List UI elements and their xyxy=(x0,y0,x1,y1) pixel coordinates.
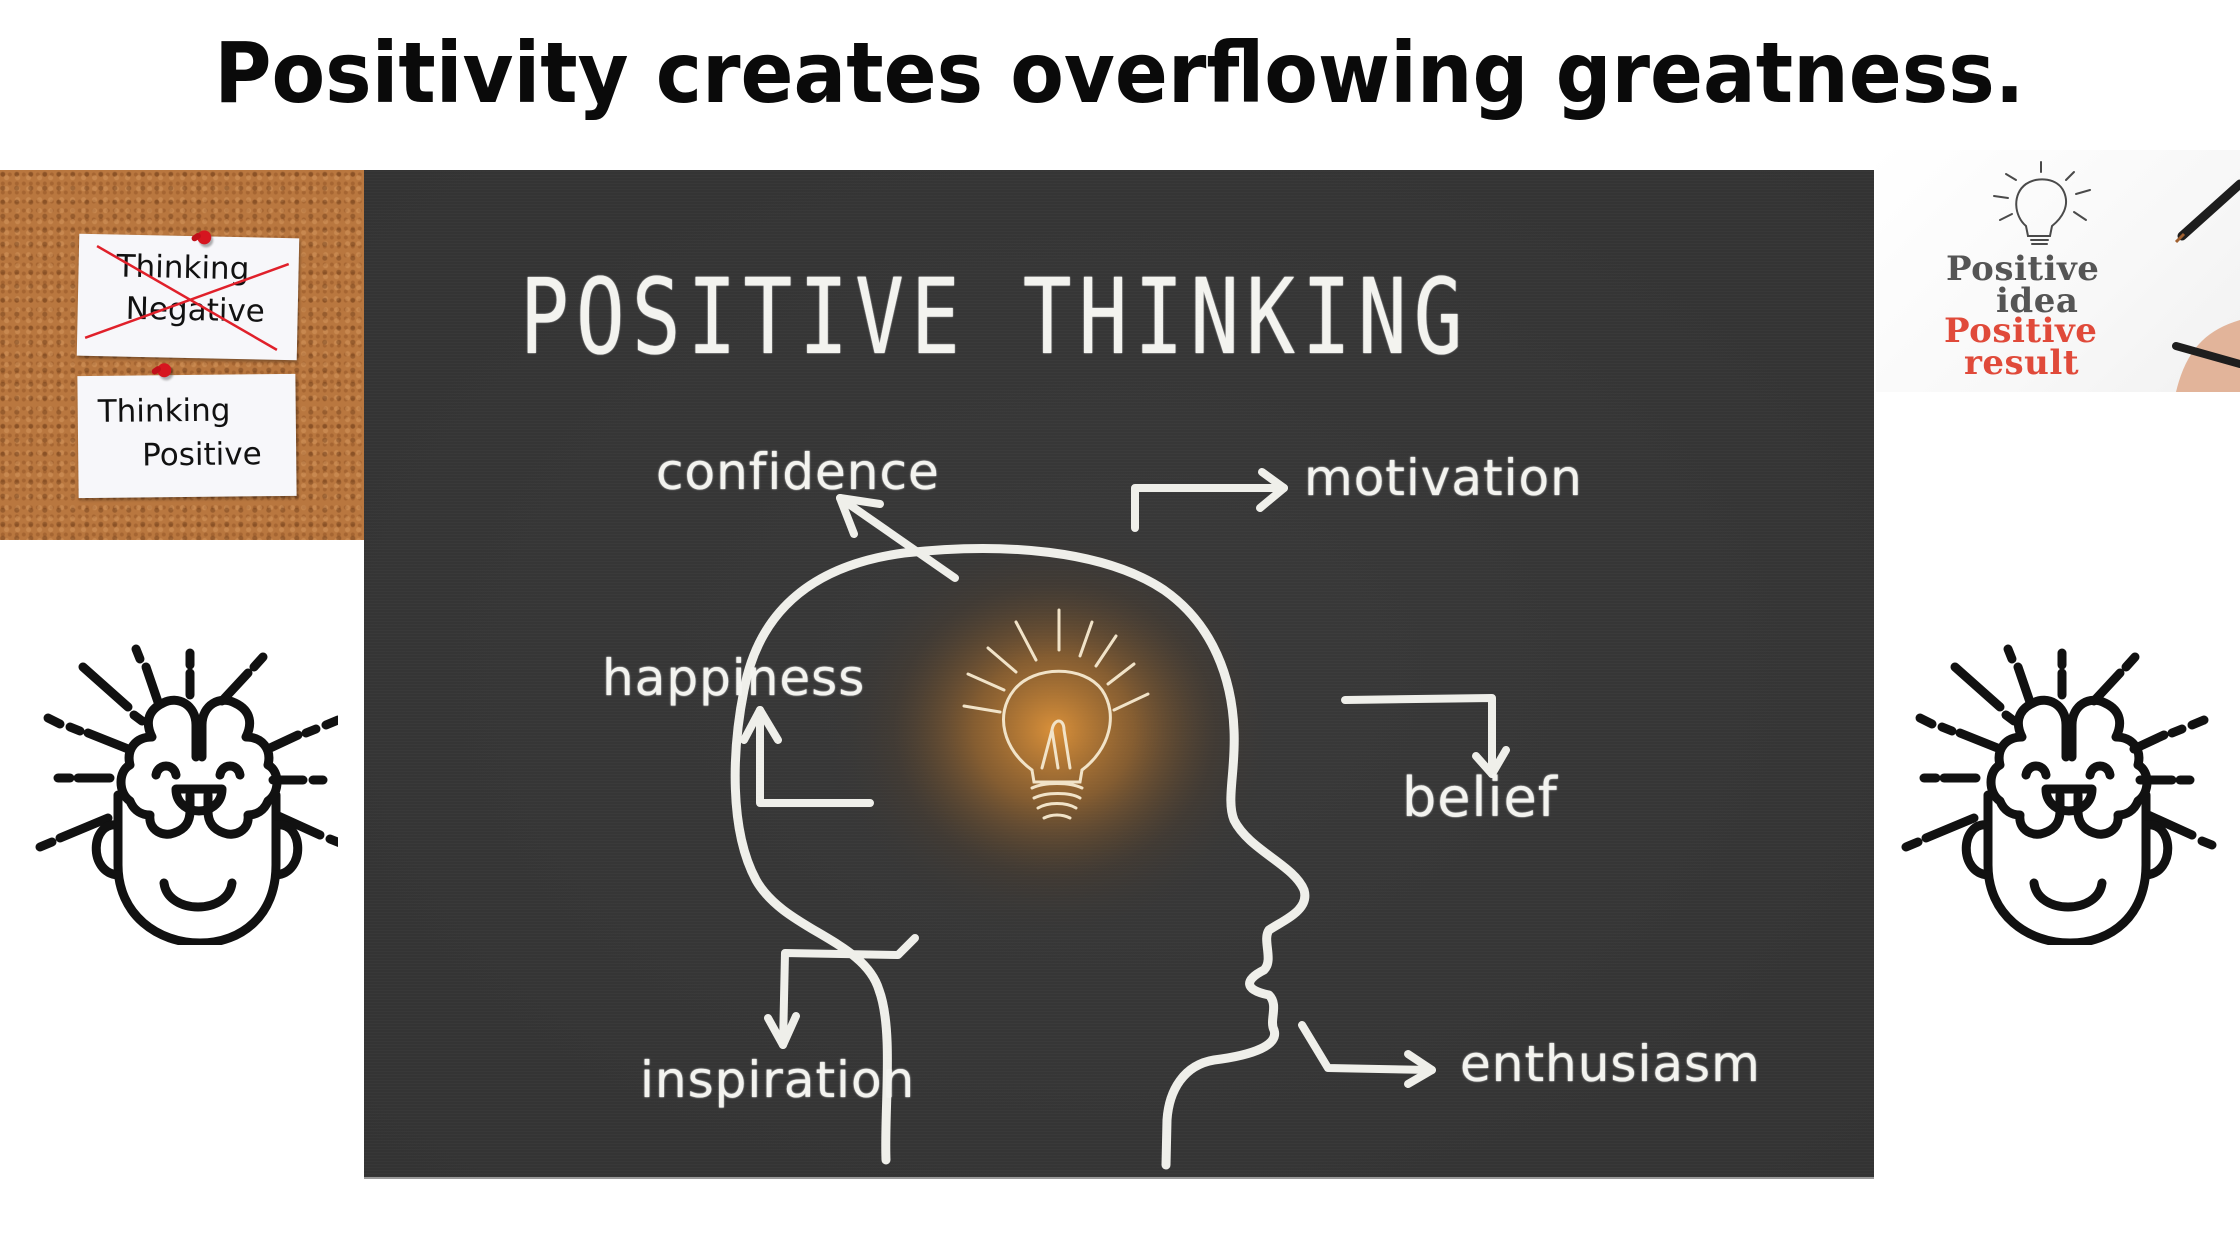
note-thinking-negative: Thinking Negative xyxy=(76,230,300,361)
lightbulb-sketch-icon xyxy=(1993,161,2240,392)
word-motivation: motivation xyxy=(1304,449,1583,507)
hand-icon xyxy=(2172,320,2240,392)
bulb-glow xyxy=(824,520,1284,940)
arrow-to-inspiration-icon xyxy=(764,934,919,1049)
idea-text-line3: Positive xyxy=(1944,311,2098,351)
word-confidence: confidence xyxy=(656,443,940,501)
word-inspiration: inspiration xyxy=(640,1051,916,1109)
chalk-drawing xyxy=(730,468,1510,1170)
headline: Positivity creates overflowing greatness… xyxy=(214,24,2025,122)
idea-text-line2: idea xyxy=(1996,281,2079,321)
word-enthusiasm: enthusiasm xyxy=(1460,1035,1761,1093)
pen-icon xyxy=(2174,179,2240,244)
word-belief: belief xyxy=(1402,766,1558,829)
arrow-to-happiness-icon xyxy=(740,706,874,807)
chalkboard-title: POSITIVE THINKING xyxy=(520,256,1470,378)
arrow-to-confidence-icon xyxy=(836,494,959,582)
arrow-to-motivation-icon xyxy=(1131,468,1288,532)
cork-board-image: Thinking Negative Thinking Positive xyxy=(0,170,364,540)
pushpin-icon xyxy=(157,363,172,378)
thinking-head-icon-left xyxy=(35,644,338,945)
head-outline-icon xyxy=(730,544,1310,1170)
note-positive-line1: Thinking xyxy=(97,392,231,430)
red-cross-icon xyxy=(84,245,290,351)
arrow-to-belief-icon xyxy=(1341,694,1510,778)
idea-text-line4: result xyxy=(1964,343,2080,383)
positive-idea-image: Positive idea Positive result xyxy=(1876,150,2240,392)
lightbulb-icon xyxy=(962,608,1150,820)
note-thinking-positive: Thinking Positive xyxy=(77,363,297,499)
thinking-head-icon-right xyxy=(1901,644,2217,945)
word-happiness: happiness xyxy=(602,649,866,707)
arrow-to-enthusiasm-icon xyxy=(1298,1021,1436,1088)
note-positive-line2: Positive xyxy=(142,436,262,474)
positive-thinking-chalkboard: POSITIVE THINKING confidence motivation … xyxy=(364,170,1874,1179)
idea-text-line1: Positive xyxy=(1946,249,2100,289)
